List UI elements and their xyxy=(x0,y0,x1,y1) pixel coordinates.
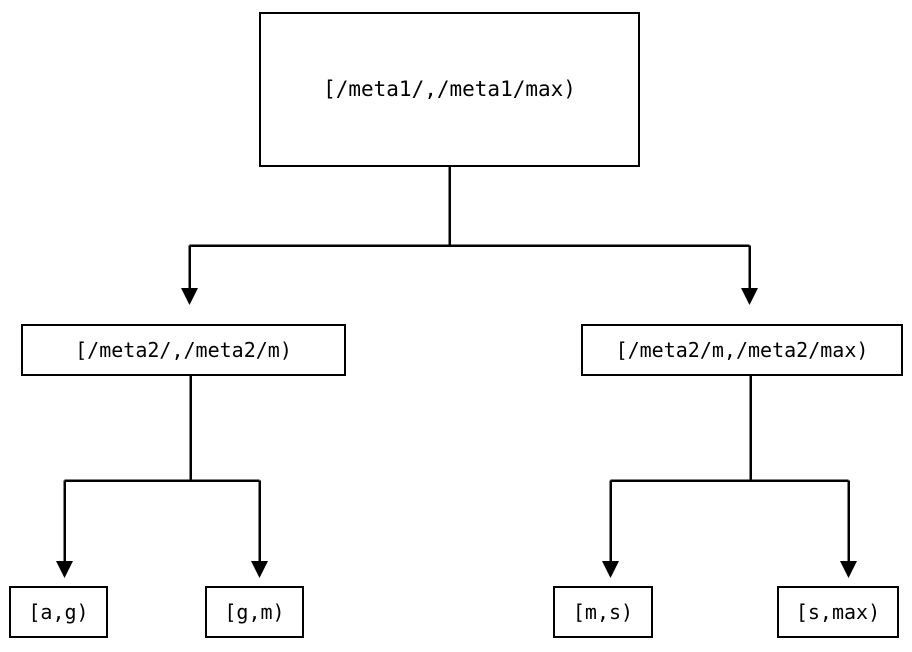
node-leaf-ag-label: [a,g) xyxy=(28,600,89,624)
arrowhead-to-leaf-smax xyxy=(840,561,857,578)
arrowhead-to-leaf-gm xyxy=(251,561,268,578)
node-mid-left-label: [/meta2/,/meta2/m) xyxy=(75,338,292,362)
node-mid-right-label: [/meta2/m,/meta2/max) xyxy=(615,338,869,362)
node-leaf-gm[interactable]: [g,m) xyxy=(205,586,304,638)
node-leaf-ms[interactable]: [m,s) xyxy=(553,586,653,638)
arrowhead-to-mid-left xyxy=(181,288,198,305)
node-leaf-smax[interactable]: [s,max) xyxy=(777,586,899,638)
arrowhead-to-leaf-ms xyxy=(602,561,619,578)
node-leaf-ag[interactable]: [a,g) xyxy=(9,586,108,638)
arrowhead-to-mid-right xyxy=(741,288,758,305)
node-mid-right[interactable]: [/meta2/m,/meta2/max) xyxy=(581,324,903,376)
node-leaf-smax-label: [s,max) xyxy=(795,600,881,624)
node-leaf-ms-label: [m,s) xyxy=(572,600,634,624)
node-leaf-gm-label: [g,m) xyxy=(224,600,285,624)
node-root-label: [/meta1/,/meta1/max) xyxy=(323,77,576,101)
arrowhead-to-leaf-ag xyxy=(56,561,73,578)
node-root[interactable]: [/meta1/,/meta1/max) xyxy=(259,12,640,167)
node-mid-left[interactable]: [/meta2/,/meta2/m) xyxy=(21,324,346,376)
